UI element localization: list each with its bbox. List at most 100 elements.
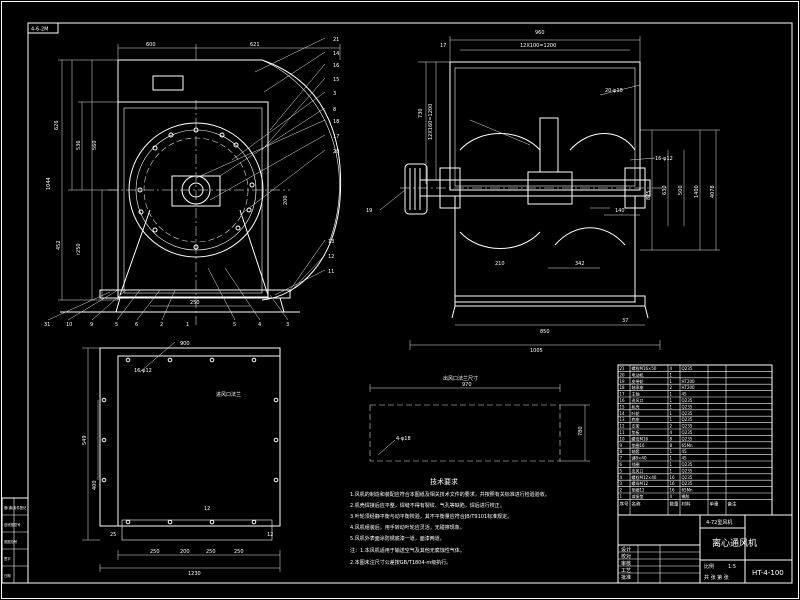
front-balloon: 15 — [333, 77, 339, 83]
parts-cell: Q235 — [682, 424, 693, 429]
front-balloon: 17 — [333, 134, 339, 140]
left-margin-label: 签字 — [4, 556, 11, 561]
parts-cell: 垫圈12 — [632, 487, 646, 493]
title-block-left: 审核 — [621, 560, 631, 567]
side-dim-right: 500 — [678, 185, 684, 195]
shaft-key — [539, 117, 559, 173]
side-bottom-dims — [409, 324, 661, 350]
side-casing-upper — [449, 61, 641, 191]
parts-cell: 1 — [670, 417, 673, 422]
parts-cell: 16 — [670, 481, 676, 486]
inlet-dim-bottom: 250 — [150, 549, 160, 555]
parts-cell: 螺栓M12×40 — [632, 474, 657, 480]
side-dim-bottom: 37 — [622, 318, 628, 324]
side-dim-right: 4078 — [710, 185, 716, 198]
bearing-right — [624, 167, 646, 209]
inlet-dim-top: 900 — [180, 341, 190, 347]
parts-cell: 16 — [670, 475, 676, 480]
parts-cell: 螺母M16 — [632, 435, 649, 441]
base-feet — [115, 297, 285, 313]
side-dim-right: 630 — [662, 185, 668, 195]
parts-cell: 1 — [670, 392, 673, 397]
volute-scroll-curve — [261, 59, 340, 241]
inlet-leader — [139, 341, 176, 373]
parts-cell: 20 — [620, 372, 626, 377]
parts-cell: 4 — [670, 430, 673, 435]
side-top-dims — [449, 36, 641, 62]
front-balloon: 11 — [328, 269, 334, 275]
front-balloon-bottom: 31 — [44, 322, 50, 328]
front-dim-left: r250 — [76, 243, 82, 255]
front-dim-top: 600 — [146, 42, 156, 48]
front-balloon: 16 — [333, 63, 339, 69]
parts-cell: 1 — [670, 456, 673, 461]
parts-cell: 10 — [620, 436, 626, 441]
side-base — [454, 295, 646, 307]
side-left-dims — [418, 61, 450, 184]
parts-header-cell: 材料 — [682, 500, 691, 507]
inlet-flange-view: 16-φ12 进风口法兰 900 549 400 250 200 250 250… — [82, 341, 281, 577]
outlet-leader — [377, 439, 396, 456]
parts-cell: Q235 — [682, 468, 693, 473]
parts-cell: 1 — [670, 411, 673, 416]
parts-cell: 挡圈 — [632, 461, 640, 467]
inlet-label-center: 进风口法兰 — [216, 391, 241, 398]
front-balloon-bottom: 5 — [233, 322, 236, 328]
parts-cell: 8 — [620, 449, 623, 454]
side-dim-mid: 210 — [495, 261, 505, 267]
parts-cell: Q235 — [682, 430, 693, 435]
side-dim-right: 875 — [646, 190, 652, 200]
front-balloon-bottom: 2 — [160, 322, 163, 328]
left-margin-label: 借(通)用件登记 — [4, 505, 27, 510]
front-dim-left: 536 — [76, 140, 82, 150]
scale-label: 比例 — [704, 563, 714, 570]
tech-line: 2.本图未注尺寸公差按GB/T1804-m级执行。 — [350, 559, 451, 566]
side-feet — [451, 305, 649, 319]
top-left-tag: 4-6-2M — [31, 27, 48, 33]
parts-cell: 螺母M12 — [632, 480, 649, 486]
parts-cell: 1 — [620, 494, 623, 499]
inlet-dim-side: 549 — [82, 435, 88, 445]
parts-cell: 机壳 — [632, 403, 640, 409]
side-dim-vertical: 12X160=1200 — [428, 104, 434, 140]
drawing-title: 离心通风机 — [712, 537, 757, 549]
casing-panel-inner — [123, 107, 263, 294]
front-balloon-bottom: 5 — [115, 322, 118, 328]
outlet-rect — [369, 404, 561, 462]
inlet-dim-bottom: 200 — [180, 549, 190, 555]
parts-cell: 45 — [682, 449, 688, 454]
inlet-dim-bottom: 250 — [206, 549, 216, 555]
side-label-hole: 20-φ18 — [605, 88, 623, 94]
parts-cell: 11 — [620, 430, 626, 435]
nameplate — [152, 75, 184, 91]
front-dim-left: 1044 — [46, 177, 52, 190]
side-casing-upper-inner — [454, 67, 636, 187]
parts-cell: 支架 — [632, 423, 640, 429]
tech-line: 4.风机组装后，用手转动叶轮应灵活，无碰擦现象。 — [350, 524, 465, 531]
front-balloon: 3 — [333, 91, 336, 97]
front-balloon-bottom: 3 — [286, 322, 289, 328]
tech-line: 5.风机外表面涂防锈底漆一道，面漆两道。 — [350, 535, 445, 542]
front-dim-top: 621 — [250, 42, 260, 48]
left-margin-label: 日期 — [4, 573, 11, 578]
parts-cell: 12 — [620, 424, 626, 429]
inlet-label-holes: 16-φ12 — [134, 368, 152, 374]
parts-cell: 15 — [620, 404, 626, 409]
title-block-left: 校对 — [621, 553, 631, 560]
side-dim-mid: 140 — [615, 208, 625, 214]
parts-cell: 螺栓M16×50 — [632, 365, 657, 371]
parts-cell: 2 — [670, 424, 673, 429]
front-balloon: 18 — [333, 119, 339, 125]
front-balloon: 21 — [333, 37, 339, 43]
tech-heading: 技术要求 — [430, 477, 458, 486]
front-dim-left: 560 — [92, 140, 98, 150]
bottom-balloon-leaders — [47, 267, 289, 321]
parts-cell: 底座 — [632, 416, 640, 422]
title-block: 4-72型风机 离心通风机 HT-4-100 比例 1:5 共 张 第 张 设计… — [617, 514, 793, 584]
drawing-number: HT-4-100 — [752, 569, 784, 577]
left-ext-lines — [58, 59, 118, 301]
front-dim-left: 452 — [56, 240, 62, 250]
inlet-dim-small: 25 — [110, 532, 116, 538]
parts-cell: 垫板 — [632, 429, 640, 435]
